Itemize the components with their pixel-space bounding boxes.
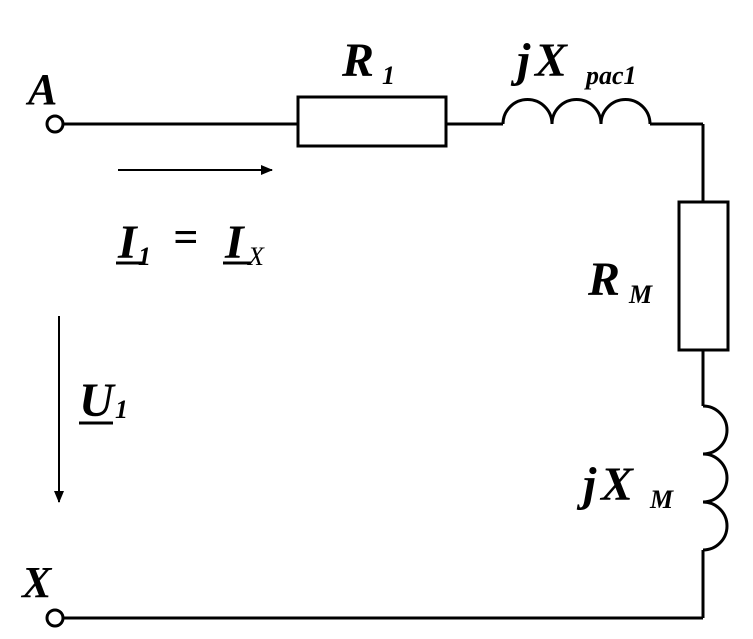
terminal-a bbox=[45, 114, 65, 134]
inductor-xpac1 bbox=[501, 98, 652, 125]
r1-label-sub: 1 bbox=[382, 61, 395, 90]
current-left-sub: 1 bbox=[138, 242, 151, 271]
xpac1-label-main: X bbox=[533, 34, 568, 87]
terminal-x-label: X bbox=[20, 558, 53, 607]
inductor-xm bbox=[702, 404, 729, 552]
rm-label-main: R bbox=[587, 253, 620, 306]
current-right-main: I bbox=[224, 216, 246, 269]
current-equals: = bbox=[173, 213, 198, 262]
voltage-sub: 1 bbox=[115, 395, 128, 424]
xpac1-label-prefix: j bbox=[510, 34, 531, 87]
resistor-rm bbox=[677, 200, 730, 352]
current-right-sub: X bbox=[247, 242, 265, 271]
voltage-main: U bbox=[79, 374, 116, 427]
xpac1-label-sub: pac1 bbox=[584, 61, 637, 90]
xm-label-sub: M bbox=[649, 485, 674, 514]
terminal-a-label: A bbox=[25, 65, 57, 114]
rm-label-sub: M bbox=[628, 280, 653, 309]
xm-label-main: X bbox=[599, 458, 634, 511]
r1-label-main: R bbox=[341, 34, 374, 87]
xm-label-prefix: j bbox=[576, 458, 597, 511]
terminal-x bbox=[45, 608, 65, 628]
resistor-r1 bbox=[296, 95, 448, 148]
current-left-main: I bbox=[117, 216, 139, 269]
